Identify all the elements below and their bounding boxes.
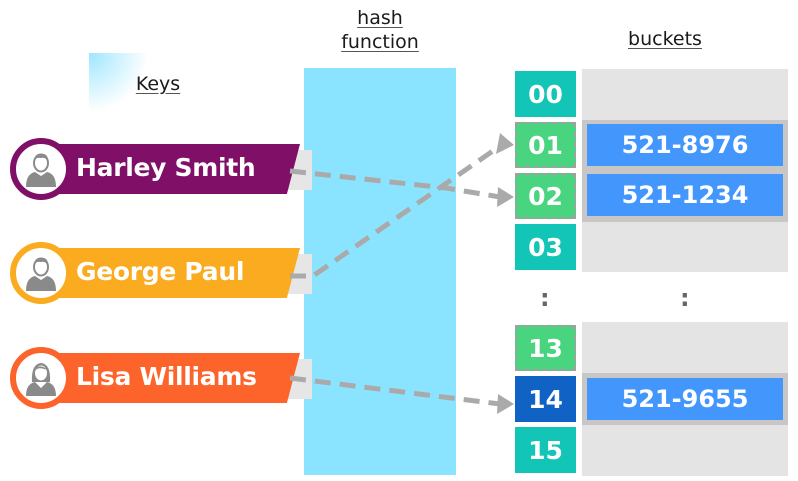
- buckets-heading: buckets: [628, 28, 702, 50]
- arrowhead-14-icon: [497, 394, 514, 414]
- avatar: [10, 347, 72, 409]
- key-band: [38, 248, 300, 298]
- key-band: [38, 144, 300, 194]
- male-user-icon: [26, 257, 56, 291]
- bucket-index-03: 03: [515, 224, 576, 270]
- avatar: [10, 138, 72, 200]
- key-band: [38, 353, 300, 403]
- key-label: George Paul: [76, 257, 245, 286]
- bucket-ellipsis: :: [680, 284, 690, 312]
- bucket-index-02: 02: [515, 173, 576, 219]
- index-ellipsis: :: [540, 284, 550, 312]
- bucket-entry-14: 521-9655: [587, 378, 783, 420]
- female-user-icon: [26, 363, 56, 396]
- male-user-icon: [26, 153, 56, 187]
- hash-function-heading: hash function: [330, 6, 430, 54]
- arrow-lisa-to-14: [289, 375, 501, 407]
- bucket-row-13: [582, 322, 788, 373]
- bucket-entry-02: 521-1234: [587, 174, 783, 216]
- bucket-index-00: 00: [515, 71, 576, 117]
- arrowhead-02-icon: [497, 187, 514, 207]
- arrow-george-to-01: [290, 143, 502, 279]
- key-label: Harley Smith: [76, 153, 256, 182]
- bucket-row-03: [582, 222, 788, 272]
- bucket-entry-01: 521-8976: [587, 124, 783, 166]
- bucket-index-14: 14: [515, 376, 576, 422]
- hash-function-heading-line2: function: [341, 31, 419, 53]
- bucket-row-15: [582, 425, 788, 476]
- avatar: [10, 242, 72, 304]
- hash-function-block: [304, 68, 456, 475]
- bucket-row-00: [582, 69, 788, 120]
- key-lisa-williams: Lisa Williams: [8, 347, 312, 409]
- arrow-harley-to-02: [289, 168, 501, 200]
- key-harley-smith: Harley Smith: [8, 138, 312, 200]
- decorative-glow: [89, 53, 149, 113]
- key-label: Lisa Williams: [76, 362, 257, 391]
- key-george-paul: George Paul: [8, 242, 312, 304]
- keys-heading: Keys: [135, 73, 181, 95]
- arrowhead-01-icon: [496, 133, 514, 154]
- bucket-index-13: 13: [515, 325, 576, 371]
- bucket-index-15: 15: [515, 427, 576, 473]
- bucket-index-01: 01: [515, 122, 576, 168]
- hash-function-heading-line1: hash: [357, 7, 403, 29]
